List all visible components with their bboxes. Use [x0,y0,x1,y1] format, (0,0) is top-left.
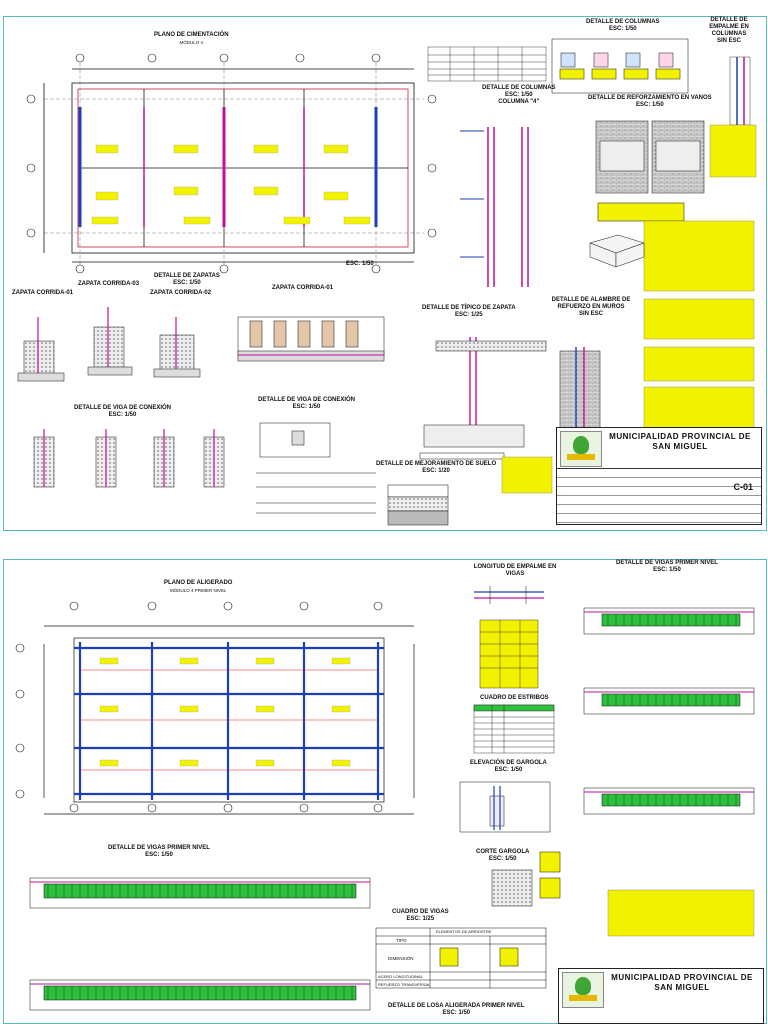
footing-details [17,307,201,382]
slab-annotations [99,657,351,767]
beam-splice [474,586,544,604]
municipality-logo [560,431,602,467]
legend-block [501,456,553,494]
foundation-walls [78,107,378,227]
soil-improvement [387,484,449,526]
foundation-drawing [17,38,757,526]
stirrup-table-title: CUADRO DE ESTRIBOS [480,695,549,701]
municipality-name-2: MUNICIPALIDAD PROVINCIAL DE SAN MIGUEL [611,973,753,992]
vano-reinforcement [595,120,705,222]
typical-footing [419,337,547,460]
stirrup-table [473,704,555,754]
slab-plan [43,625,415,815]
block-3d [589,234,645,268]
zapata-corrida-01-label: ZAPATA CORRIDA-01 [12,290,74,296]
sheet-number: C-01 [733,482,753,492]
beam-schedule-row-dimension: DIMENSIÓN [388,956,414,961]
slab-joists [80,669,378,771]
plan-annotations [91,144,371,225]
slab-notes [607,889,755,937]
beam-schedule-header: ELEMENTOS DE ARRIOSTRE [436,929,492,934]
zapata-corrida-02-label: ZAPATA CORRIDA-02 [150,290,212,296]
column-table [427,46,547,82]
tie-beam-elevation [256,422,376,514]
foundation-plan [43,57,424,267]
title-block: MUNICIPALIDAD PROVINCIAL DE SAN MIGUEL C… [556,427,762,525]
beam-schedule-row-refuerzo: REFUERZO TRANSVERSAL [378,982,431,987]
beam-schedule-row-acero: ACERO LONGITUDINAL [378,974,423,979]
slab-grid-bubbles [15,601,383,813]
title-block-2: MUNICIPALIDAD PROVINCIAL DE SAN MIGUEL [558,968,764,1024]
wall-wire-detail [559,347,601,445]
gargoyle-elevation [459,781,551,833]
slab-beams [74,642,384,800]
zapata-corrida-03-label: ZAPATA CORRIDA-03 [78,281,140,287]
municipality-name: MUNICIPALIDAD PROVINCIAL DE SAN MIGUEL [609,432,751,451]
title-block-rows [557,468,761,524]
slab-drawing [15,586,755,1011]
beam-splice-title: LONGITUD DE EMPALME EN VIGAS [473,564,557,577]
tie-beam-sections [33,429,225,488]
foundation-plan-scale: ESC: 1/50 [346,261,374,267]
column-elevation [460,127,529,287]
splice-table [479,619,539,689]
zapata-corrida-01-section-label: ZAPATA CORRIDA-01 [272,285,334,291]
beam-elevations-right [583,607,755,815]
strip-footing-section [237,316,385,362]
splice-detail [729,56,751,126]
beam-schedule-row-tipo: TIPO [396,938,407,943]
column-sections [551,38,689,94]
beam-elevations-left [29,877,371,1011]
gargoyle-section [491,851,561,907]
beam-schedule-table [375,927,547,989]
municipality-logo-2 [562,972,604,1008]
grid-bubbles [26,53,437,274]
